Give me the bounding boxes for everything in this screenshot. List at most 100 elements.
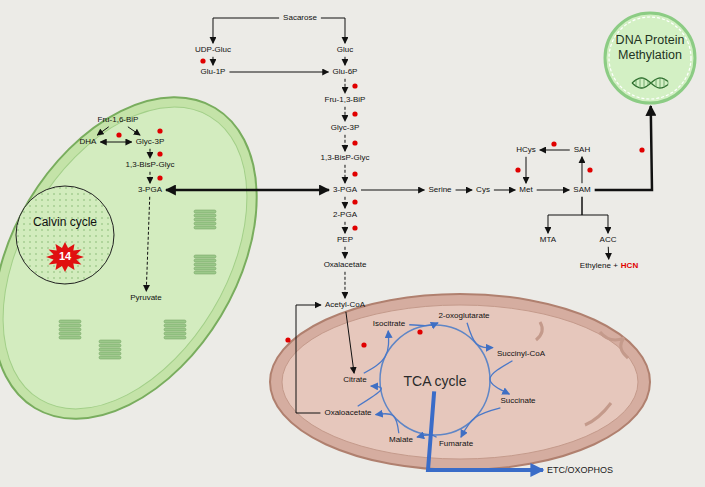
red-dot xyxy=(116,132,121,137)
dna-rung xyxy=(648,81,649,86)
red-dot xyxy=(200,58,205,63)
red-dot xyxy=(157,151,162,156)
granum xyxy=(99,340,121,343)
node-text: 3-PGA xyxy=(333,185,357,194)
node-text: 3-PGA xyxy=(138,185,162,194)
node-text: Calvin cycle xyxy=(33,215,97,229)
metabolite-label: 1,3-BisP-Glyc xyxy=(319,152,372,164)
callout-starburst: 14 xyxy=(46,242,84,272)
mitochondrion xyxy=(270,294,650,470)
node-text: Citrate xyxy=(343,375,367,384)
node-text: Gluc xyxy=(337,45,353,54)
pathway-arrow xyxy=(540,150,570,151)
node-text: SAH xyxy=(574,145,590,154)
metabolite-label: Oxaloacetate xyxy=(322,407,373,419)
pathway-arrow xyxy=(582,197,608,233)
pathway-arrow xyxy=(166,189,329,192)
pathway-arrow xyxy=(608,247,609,259)
node-text: TCA cycle xyxy=(403,373,466,389)
node-text: 2-oxoglutarate xyxy=(438,311,489,320)
pathway-arrow xyxy=(213,18,279,43)
metabolite-label: Glyc-3P xyxy=(329,122,361,134)
node-text: Fru-1,6-BiP xyxy=(98,115,139,124)
metabolite-label: Fumarate xyxy=(437,438,475,450)
pathway-arrow xyxy=(417,435,437,437)
metabolite-label: DHA xyxy=(78,136,99,148)
dna-rung xyxy=(668,82,669,85)
pathway-arrow xyxy=(364,331,389,373)
red-dot xyxy=(157,128,162,133)
dna-strand xyxy=(632,78,668,88)
red-dot xyxy=(352,140,357,145)
metabolite-label: Glyc-3P xyxy=(134,136,166,148)
node-text: Glyc-3P xyxy=(331,123,359,132)
node-text: Isocitrate xyxy=(373,319,405,328)
metabolite-label: 2-oxoglutarate xyxy=(436,310,491,322)
granum xyxy=(164,336,186,339)
pathway-arrow xyxy=(461,408,500,437)
node-text: Oxalacetate xyxy=(324,260,367,269)
granum xyxy=(194,226,216,229)
pathway-arrow xyxy=(595,106,652,190)
node-text: ACC xyxy=(600,235,617,244)
dna-strand xyxy=(632,78,668,88)
output-label: ETC/OXOPHOS xyxy=(545,464,615,477)
node-text: SAM xyxy=(573,185,590,194)
red-dot xyxy=(352,83,357,88)
metabolite-label: 1,3-BisP-Glyc xyxy=(124,159,177,171)
pathway-arrow xyxy=(456,190,473,191)
node-text: 14 xyxy=(59,250,71,263)
granum xyxy=(99,348,121,351)
starburst xyxy=(46,242,84,272)
node-text: Met xyxy=(519,185,532,194)
node-text: HCys xyxy=(516,145,536,154)
metabolite-label: HCys xyxy=(514,144,538,156)
pathway-arrow xyxy=(344,135,345,151)
granum xyxy=(59,336,81,339)
pathway-arrow xyxy=(376,414,399,433)
granum xyxy=(99,344,121,347)
crista xyxy=(536,322,542,340)
red-dot xyxy=(587,167,592,172)
mitochondrion-inner xyxy=(282,305,638,459)
granum xyxy=(194,255,216,258)
red-dot xyxy=(352,171,357,176)
chloroplast xyxy=(0,50,311,465)
node-text: Malate xyxy=(389,435,413,444)
granum xyxy=(194,271,216,274)
pathway-arrow xyxy=(128,127,140,135)
node-text: Succinate xyxy=(500,396,535,405)
granum xyxy=(194,263,216,266)
metabolite-label: Sacarose xyxy=(281,12,319,24)
granum xyxy=(164,324,186,327)
red-dot xyxy=(551,141,556,146)
pathway-arrow xyxy=(344,197,345,208)
node-text: Acetyl-CoA xyxy=(325,300,365,309)
red-dot xyxy=(352,199,357,204)
pathway-arrow xyxy=(344,107,345,121)
pathway-arrow xyxy=(467,323,493,348)
metabolite-label: Isocitrate xyxy=(371,318,407,330)
granum xyxy=(194,222,216,225)
metabolite-label: 3-PGA xyxy=(136,184,164,196)
dna-rung xyxy=(636,80,637,86)
granum xyxy=(164,328,186,331)
calvin-outline xyxy=(16,186,114,284)
metabolite-label: Acetyl-CoA xyxy=(323,299,367,311)
red-dot xyxy=(285,337,290,342)
pathway-arrow xyxy=(537,190,570,191)
chloroplast-inner xyxy=(0,64,297,452)
node-text: Glu-1P xyxy=(201,67,226,76)
pathway-arrow xyxy=(344,272,345,298)
node-text: Sacarose xyxy=(283,13,317,22)
pathway-arrow xyxy=(321,18,345,43)
methylation-ring xyxy=(609,17,691,99)
metabolite-label: UDP-Gluc xyxy=(193,44,233,56)
pathway-arrow xyxy=(490,361,513,394)
granum xyxy=(99,356,121,359)
node-text: PEP xyxy=(337,235,353,244)
pathway-arrow xyxy=(149,172,150,183)
pathway-arrow xyxy=(428,391,543,470)
node-text: Glu-6P xyxy=(333,67,358,76)
metabolite-label: 3-PGA xyxy=(331,184,359,196)
